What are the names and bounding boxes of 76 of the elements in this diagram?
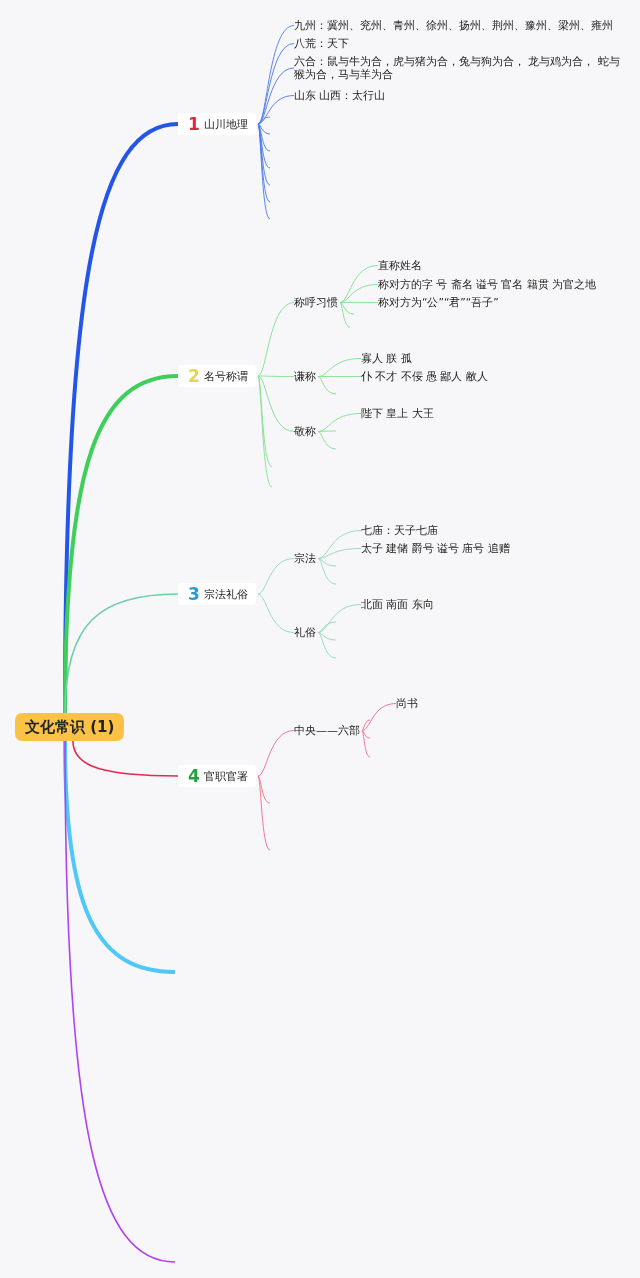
leaf-label: 称对方为“公”“君”“吾子” bbox=[378, 295, 499, 309]
branch-line bbox=[64, 740, 176, 1263]
subtopic-label: 称呼习惯 bbox=[294, 295, 338, 309]
branch-number: 1 bbox=[188, 114, 200, 134]
branch-line bbox=[257, 95, 295, 125]
subtopic-label: 敬称 bbox=[294, 424, 316, 438]
branch-line bbox=[257, 302, 295, 377]
branch-line bbox=[257, 558, 295, 595]
leaf-label: 寡人 朕 孤 bbox=[361, 351, 412, 365]
topic-label: 山川地理 bbox=[203, 118, 248, 131]
branch-line bbox=[317, 632, 337, 659]
root-topic-box: 文化常识 (1) bbox=[15, 713, 125, 741]
branch-line bbox=[361, 719, 371, 731]
branch-line bbox=[63, 740, 176, 974]
topic-box bbox=[178, 113, 256, 135]
branch-number: 4 bbox=[188, 766, 200, 786]
leaf-label: 山东 山西：太行山 bbox=[294, 88, 386, 102]
branch-line bbox=[317, 558, 337, 585]
topic-box bbox=[178, 365, 256, 387]
branch-line bbox=[317, 376, 362, 377]
branch-line bbox=[317, 431, 337, 450]
branch-line bbox=[317, 413, 362, 432]
branch-line bbox=[339, 302, 351, 328]
branch-line bbox=[361, 703, 397, 731]
branch-line bbox=[339, 265, 379, 303]
subtopic-label: 谦称 bbox=[294, 369, 316, 383]
leaf-label: 六合：鼠与牛为合，虎与猪为合，兔与狗为合， 龙与鸡为合， 蛇与猴为合，马与羊为合 bbox=[294, 55, 624, 81]
branch-line bbox=[257, 123, 271, 152]
branch-line bbox=[257, 123, 271, 135]
leaf-label: 太子 建储 爵号 谥号 庙号 追赠 bbox=[361, 541, 510, 555]
topic-box bbox=[178, 583, 256, 605]
leaf-label: 北面 南面 东向 bbox=[361, 597, 434, 611]
leaf-label: 八荒：天下 bbox=[294, 36, 349, 50]
leaf-label: 称对方的字 号 斋名 谥号 官名 籍贯 为官之地 bbox=[378, 277, 597, 291]
topic-label: 官职官署 bbox=[203, 770, 248, 783]
branch-number: 3 bbox=[188, 584, 200, 604]
branch-line bbox=[317, 376, 337, 395]
branch-line bbox=[64, 593, 179, 714]
branch-line bbox=[257, 123, 271, 169]
branch-line bbox=[317, 621, 337, 633]
branch-line bbox=[257, 775, 271, 851]
subtopic-label: 中央——六部 bbox=[294, 723, 360, 737]
branch-line bbox=[257, 375, 295, 377]
leaf-label: 九州：冀州、兖州、青州、徐州、扬州、荆州、豫州、梁州、雍州 bbox=[294, 18, 613, 32]
branch-line bbox=[257, 375, 273, 488]
topic-label: 名号称谓 bbox=[203, 370, 248, 383]
leaf-label: 尚书 bbox=[396, 696, 418, 710]
branch-line bbox=[257, 116, 271, 125]
leaf-label: 七庙：天子七庙 bbox=[361, 523, 438, 537]
leaf-label: 陛下 皇上 大王 bbox=[361, 406, 434, 420]
branch-line bbox=[317, 358, 362, 377]
branch-line bbox=[317, 530, 362, 559]
branch-line bbox=[317, 604, 362, 633]
leaf-label: 仆 不才 不佞 愚 鄙人 敝人 bbox=[361, 369, 488, 383]
branch-line bbox=[257, 123, 271, 220]
branch-line bbox=[361, 730, 371, 758]
branch-line bbox=[339, 284, 379, 303]
branch-line bbox=[257, 730, 295, 777]
branch-line bbox=[72, 740, 179, 777]
branch-line bbox=[317, 548, 362, 559]
leaf-label: 直称姓名 bbox=[378, 258, 422, 272]
branch-line bbox=[361, 730, 371, 739]
branch-line bbox=[257, 593, 295, 633]
branch-number: 2 bbox=[188, 366, 200, 386]
branch-line bbox=[257, 375, 295, 432]
branch-line bbox=[339, 302, 379, 303]
branch-line bbox=[317, 430, 337, 432]
branch-line bbox=[63, 374, 179, 714]
branch-line bbox=[317, 558, 337, 567]
topic-box bbox=[178, 765, 256, 787]
branch-line bbox=[257, 775, 271, 804]
branch-line bbox=[317, 632, 337, 641]
branch-line bbox=[339, 302, 355, 315]
subtopic-label: 宗法 bbox=[294, 551, 316, 565]
subtopic-label: 礼俗 bbox=[294, 625, 316, 639]
topic-label: 宗法礼俗 bbox=[203, 588, 248, 601]
